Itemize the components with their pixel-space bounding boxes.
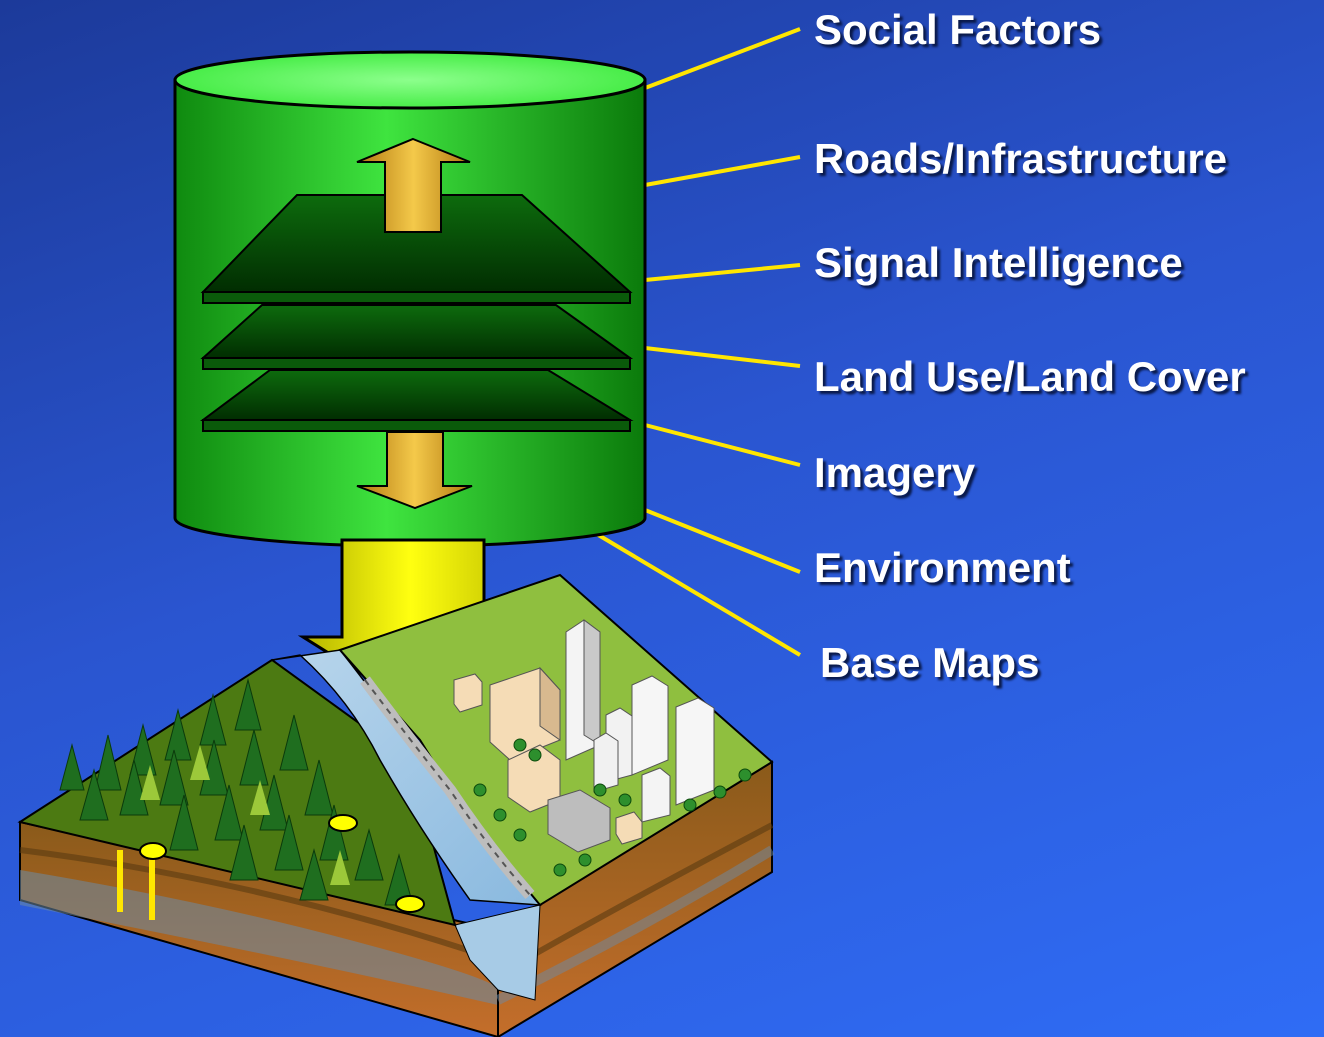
- connector-roads: [644, 155, 801, 187]
- connector-basemaps: [588, 528, 802, 657]
- arrow-up-icon: [356, 137, 471, 233]
- plate-top: [200, 194, 633, 304]
- forest-trees: [59, 678, 414, 906]
- label-base-maps: Base Maps: [820, 639, 1040, 686]
- connector-environment: [644, 508, 801, 574]
- plate-bottom: [199, 369, 634, 432]
- plate-middle: [200, 304, 634, 370]
- label-land-use-land-cover: Land Use/Land Cover: [814, 353, 1246, 400]
- terrain-block-icon: [17, 573, 775, 1037]
- well-markers: [117, 814, 425, 920]
- connector-social: [644, 27, 801, 90]
- connector-lines: [588, 27, 802, 657]
- label-imagery: Imagery: [814, 449, 976, 496]
- database-cylinder-icon: [173, 50, 647, 548]
- label-signal-intelligence: Signal Intelligence: [814, 239, 1183, 286]
- arrow-down-icon: [356, 431, 473, 510]
- data-layer-plates: [199, 194, 634, 432]
- connector-signal: [644, 263, 801, 282]
- connector-imagery: [644, 423, 801, 467]
- label-environment: Environment: [814, 544, 1071, 591]
- city-buildings: [453, 619, 715, 853]
- label-social-factors: Social Factors: [814, 6, 1102, 53]
- connector-landuse: [644, 346, 801, 368]
- label-roads-infrastructure: Roads/Infrastructure: [814, 135, 1228, 182]
